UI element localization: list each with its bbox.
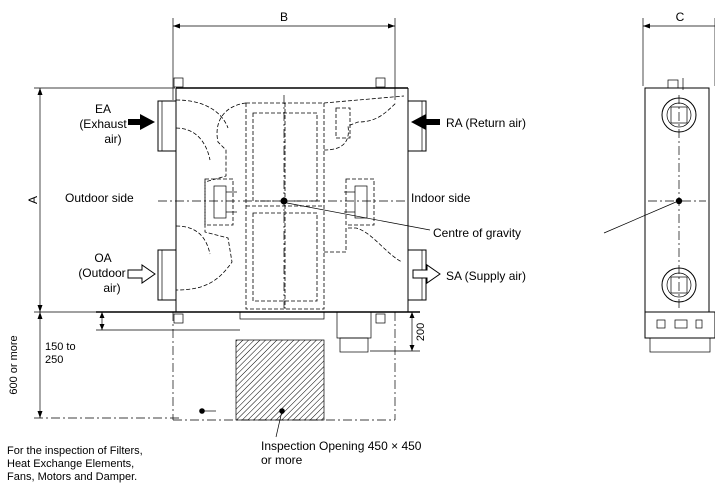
centre-of-gravity-marker bbox=[280, 197, 288, 205]
side-view: C bbox=[603, 10, 715, 353]
dimension-150-250: 150 to 250 bbox=[45, 312, 240, 366]
internal-dashed-parts bbox=[175, 95, 405, 310]
inspection-zone bbox=[172, 312, 396, 438]
oa-label-3: air) bbox=[103, 281, 120, 295]
dimension-200-label: 200 bbox=[415, 323, 427, 341]
oa-label-2: (Outdoor bbox=[78, 266, 125, 280]
dimension-600: 600 or more bbox=[8, 312, 180, 419]
dimension-c-label: C bbox=[676, 10, 685, 24]
centre-of-gravity-label: Centre of gravity bbox=[433, 226, 521, 240]
centre-lines bbox=[158, 95, 431, 310]
inspection-opening-hatch bbox=[235, 339, 325, 421]
dimension-150-line1: 150 to bbox=[45, 341, 76, 353]
dimension-b-label: B bbox=[280, 10, 288, 24]
ea-arrow bbox=[128, 114, 155, 130]
dimension-200: 200 bbox=[370, 312, 427, 352]
oa-arrow bbox=[127, 264, 156, 284]
ea-label-2: (Exhaust bbox=[79, 117, 127, 131]
indoor-side-label: Indoor side bbox=[411, 191, 471, 205]
dimension-a: A bbox=[26, 87, 175, 313]
ra-label: RA (Return air) bbox=[446, 116, 526, 130]
dimension-b: B bbox=[172, 10, 396, 100]
opening-note-line2: or more bbox=[261, 453, 303, 467]
airflow-arrows bbox=[127, 114, 441, 284]
duct-connections bbox=[157, 100, 427, 301]
inspection-note-line3: Fans, Motors and Damper. bbox=[7, 471, 137, 483]
outdoor-side-label: Outdoor side bbox=[65, 191, 134, 205]
dimension-a-label: A bbox=[26, 196, 40, 204]
opening-note-line1: Inspection Opening 450 × 450 bbox=[261, 439, 422, 453]
labels: EA (Exhaust air) OA (Outdoor air) RA (Re… bbox=[7, 102, 526, 483]
dimension-150-line2: 250 bbox=[45, 354, 63, 366]
ra-arrow bbox=[411, 114, 440, 130]
sa-arrow bbox=[412, 264, 441, 284]
ea-label-3: air) bbox=[104, 132, 121, 146]
ea-label: EA bbox=[95, 102, 111, 116]
sa-label: SA (Supply air) bbox=[446, 269, 526, 283]
dimension-600-label: 600 or more bbox=[8, 335, 20, 394]
oa-label: OA bbox=[94, 251, 111, 265]
inspection-note-line1: For the inspection of Filters, bbox=[7, 445, 143, 457]
side-centre-of-gravity-marker bbox=[675, 197, 683, 205]
inspection-note-line2: Heat Exchange Elements, bbox=[7, 458, 134, 470]
